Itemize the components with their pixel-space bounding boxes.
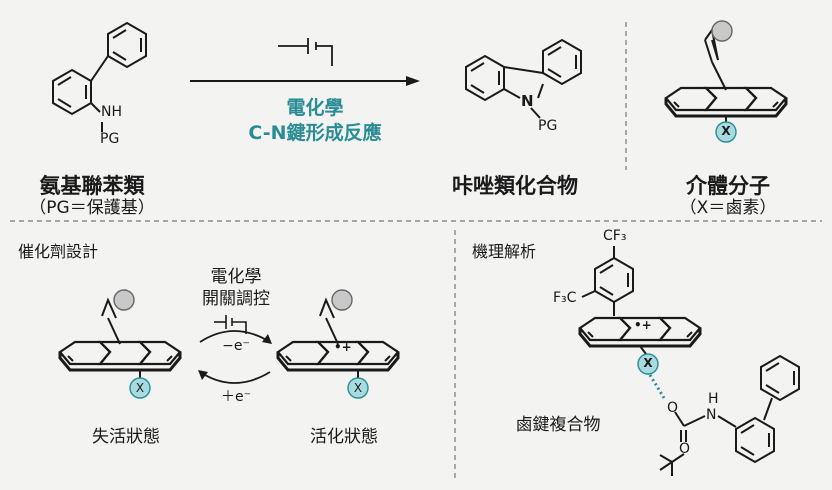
inactive-state-label: 失活狀態: [92, 427, 160, 447]
mediator-name: 介體分子: [686, 174, 770, 198]
cf3-top-label: CF₃: [603, 228, 627, 244]
reaction-line-2: C-N鍵形成反應: [248, 122, 382, 144]
reaction-line-1: 電化學: [286, 97, 344, 119]
carbamate-oxygen-1: O: [667, 400, 679, 416]
switch-line-2: 開關調控: [202, 289, 270, 309]
carbamate-n-label: N: [706, 407, 717, 423]
active-radical-cation: •+: [334, 340, 352, 354]
reactant-name: 氨基聯苯類: [39, 174, 145, 198]
reactant-note: （PG＝保護基）: [29, 198, 155, 218]
product-n-label: N: [521, 92, 534, 110]
mediator-note: （X＝鹵素）: [679, 198, 777, 218]
mediator-structure: [664, 20, 788, 143]
switch-arrows: [198, 315, 272, 384]
inactive-x-label: X: [135, 381, 145, 395]
active-state-label: 活化狀態: [310, 427, 378, 447]
active-catalyst-structure: [276, 289, 400, 399]
carbamate-oxygen-2: O: [679, 441, 691, 457]
inactive-catalyst-structure: [58, 289, 182, 399]
substrate-structure: [659, 355, 800, 476]
mediator-gray-sphere: [711, 20, 733, 42]
mechanism-x-label: X: [643, 356, 653, 370]
reactant-pg-label: PG: [100, 131, 120, 147]
halogen-bond-complex-label: 鹵鍵複合物: [515, 415, 601, 435]
product-structure: [465, 39, 582, 119]
reactant-structure: [52, 22, 147, 132]
mechanism-mediator-structure: [578, 246, 702, 399]
active-x-circle: [347, 377, 369, 399]
minus-electron-label: −e⁻: [222, 338, 250, 354]
cf3-left-label: F₃C: [553, 290, 577, 306]
inactive-x-circle: [129, 377, 151, 399]
active-gray-sphere: [331, 289, 353, 311]
catalyst-section-title: 催化劑設計: [18, 242, 99, 261]
switch-line-1: 電化學: [210, 267, 262, 287]
mediator-x-circle: [715, 121, 737, 143]
carbamate-h-label: H: [708, 391, 719, 407]
plus-electron-label: ＋e⁻: [220, 389, 252, 405]
product-pg-label: PG: [538, 118, 558, 134]
mediator-x-label: X: [721, 124, 731, 138]
mechanism-x-circle: [637, 353, 659, 375]
mechanism-radical-cation: •+: [634, 318, 652, 332]
reaction-arrow: [190, 38, 420, 86]
mechanism-section-title: 機理解析: [472, 242, 537, 261]
inactive-gray-sphere: [113, 289, 135, 311]
product-name: 咔唑類化合物: [452, 174, 578, 198]
reactant-nh-label: NH: [101, 104, 122, 120]
active-x-label: X: [353, 381, 363, 395]
